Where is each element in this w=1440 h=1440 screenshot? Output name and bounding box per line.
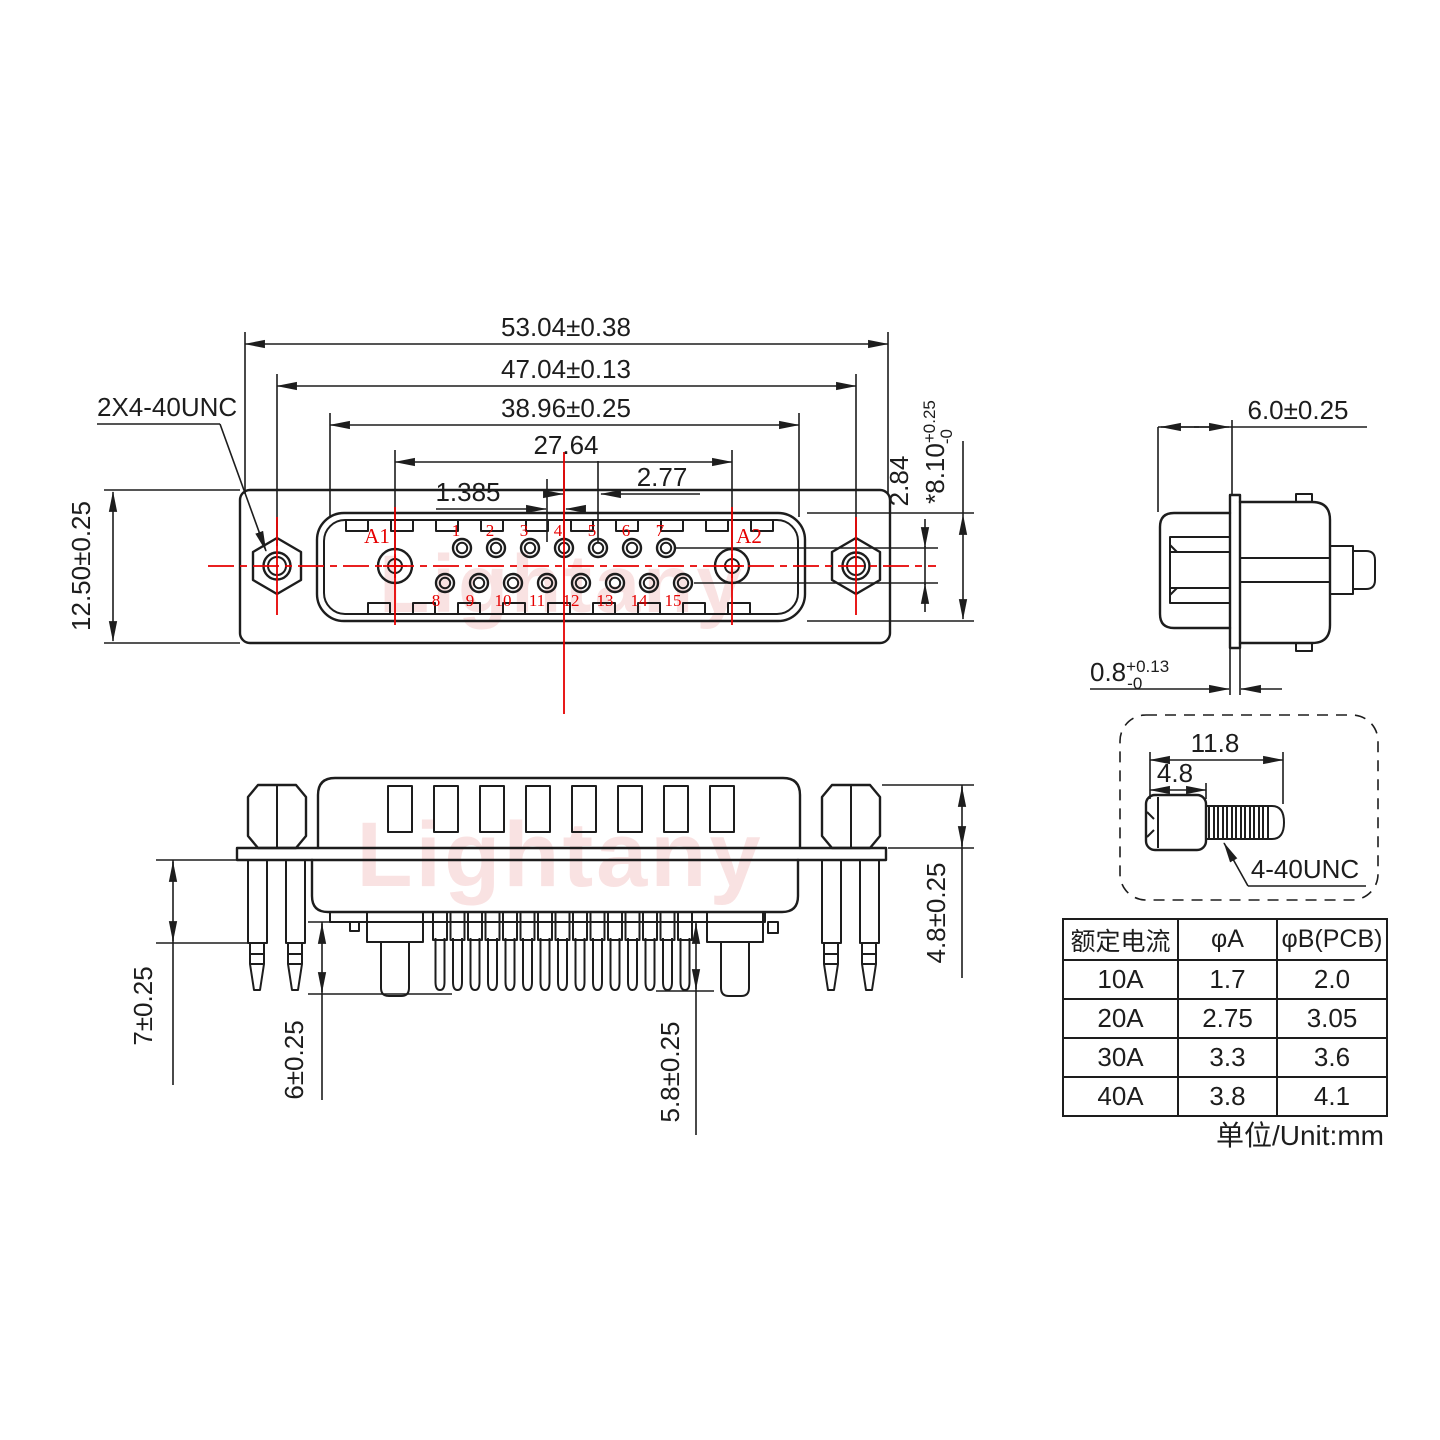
dim-shroud-height-label: *8.10+0.25-0 <box>920 400 956 504</box>
dim-flange-thickness-label: 0.8+0.13-0 <box>1090 657 1169 693</box>
dimension-lines <box>108 339 968 642</box>
unit-note: 单位/Unit:mm <box>1215 1120 1384 1151</box>
svg-text:7: 7 <box>656 521 665 540</box>
front-housing-outline <box>1238 500 1332 645</box>
detail-boundary-box <box>1119 714 1379 901</box>
svg-text:15: 15 <box>665 591 682 610</box>
table-row: 40A 3.8 4.1 <box>1062 1076 1388 1117</box>
rear-shell-outline <box>1158 511 1232 630</box>
power-pin-a2 <box>720 942 750 997</box>
front-view: 53.04±0.38 47.04±0.13 38.96±0.25 27.64 2… <box>66 312 974 714</box>
jackscrew-hex-profile <box>1169 536 1231 604</box>
watermark-bottom: Lightany <box>356 804 763 906</box>
dim-contact-span-label: 27.64 <box>533 430 598 460</box>
table-row: 20A 2.75 3.05 <box>1062 998 1388 1039</box>
signal-pin-row <box>432 911 693 991</box>
svg-text:12: 12 <box>563 591 580 610</box>
bottom-dimensions: 7±0.25 6±0.25 5.8±0.25 4.8±0.25 <box>128 784 974 1135</box>
thread-spec-label: 2X4-40UNC <box>97 392 237 422</box>
jackscrew-nut-left <box>246 783 308 850</box>
dim-pitch-label: 2.77 <box>637 462 688 492</box>
header-rated-current: 额定电流 <box>1062 918 1179 961</box>
dim-nut-height-label: 4.8±0.25 <box>921 862 951 963</box>
dim-row-gap-label: 2.84 <box>884 456 914 507</box>
flange-plate <box>235 846 888 862</box>
panel-flange <box>1228 493 1242 650</box>
svg-text:9: 9 <box>466 591 475 610</box>
header-dia-a: φA <box>1177 918 1278 961</box>
current-rating-table: 额定电流 φA φB(PCB) 10A 1.7 2.0 20A 2.75 3.0… <box>1062 918 1388 1117</box>
jackscrew-nut-right <box>820 783 882 850</box>
board-lock-brackets <box>247 859 880 991</box>
power-pin-a1 <box>380 942 410 997</box>
svg-text:5: 5 <box>588 521 597 540</box>
dim-half-pitch-label: 1.385 <box>435 477 500 507</box>
dim-bracket-leg-label: 7±0.25 <box>128 966 158 1045</box>
svg-text:4: 4 <box>554 521 563 540</box>
bottom-view: 7±0.25 6±0.25 5.8±0.25 4.8±0.25 <box>128 776 974 1135</box>
side-view: 6.0±0.25 0.8+0.13-0 <box>1090 395 1376 695</box>
power-pin-shoulder-a1 <box>366 911 424 943</box>
svg-text:1: 1 <box>452 521 461 540</box>
contact-a2-label: A2 <box>736 524 762 548</box>
svg-text:13: 13 <box>597 591 614 610</box>
dim-screw-length-label: 11.8 <box>1191 728 1240 758</box>
svg-text:2: 2 <box>486 521 495 540</box>
mating-stub <box>1329 545 1354 595</box>
dim-shroud-width-label: 38.96±0.25 <box>501 393 631 423</box>
screw-detail: 11.8 4.8 4-40UNC <box>1119 714 1379 901</box>
table-header-row: 额定电流 φA φB(PCB) <box>1062 918 1388 961</box>
thread-leader-line <box>219 423 267 552</box>
dim-big-pin-label: 6±0.25 <box>279 1020 309 1099</box>
dim-total-width-label: 53.04±0.38 <box>501 312 631 342</box>
screw-head <box>1144 793 1208 852</box>
dim-height-label: 12.50±0.25 <box>66 501 96 631</box>
table-row: 10A 1.7 2.0 <box>1062 959 1388 1000</box>
screw-threads <box>1206 805 1285 840</box>
svg-text:11: 11 <box>529 591 545 610</box>
svg-text:6: 6 <box>622 521 631 540</box>
contact-a1-label: A1 <box>364 524 390 548</box>
centerlines <box>208 452 936 714</box>
header-dia-b-pcb: φB(PCB) <box>1276 918 1388 961</box>
table-row: 30A 3.3 3.6 <box>1062 1037 1388 1078</box>
dim-hole-spacing-label: 47.04±0.13 <box>501 354 631 384</box>
insulator-wafer <box>329 911 766 923</box>
screw-thread-spec-label: 4-40UNC <box>1251 854 1359 884</box>
svg-text:10: 10 <box>495 591 512 610</box>
pin-number-labels: 1 2 3 4 5 6 7 8 9 10 11 12 13 14 15 <box>432 521 682 610</box>
svg-text:14: 14 <box>631 591 649 610</box>
connector-body-outline <box>316 776 802 850</box>
power-pin-shoulder-a2 <box>706 911 764 943</box>
dim-depth-label: 6.0±0.25 <box>1247 395 1348 425</box>
svg-text:3: 3 <box>520 521 529 540</box>
dim-screw-head-label: 4.8 <box>1157 758 1193 788</box>
svg-text:8: 8 <box>432 591 441 610</box>
dim-small-pin-label: 5.8±0.25 <box>655 1021 685 1122</box>
dsub-shroud-outer <box>315 511 807 623</box>
